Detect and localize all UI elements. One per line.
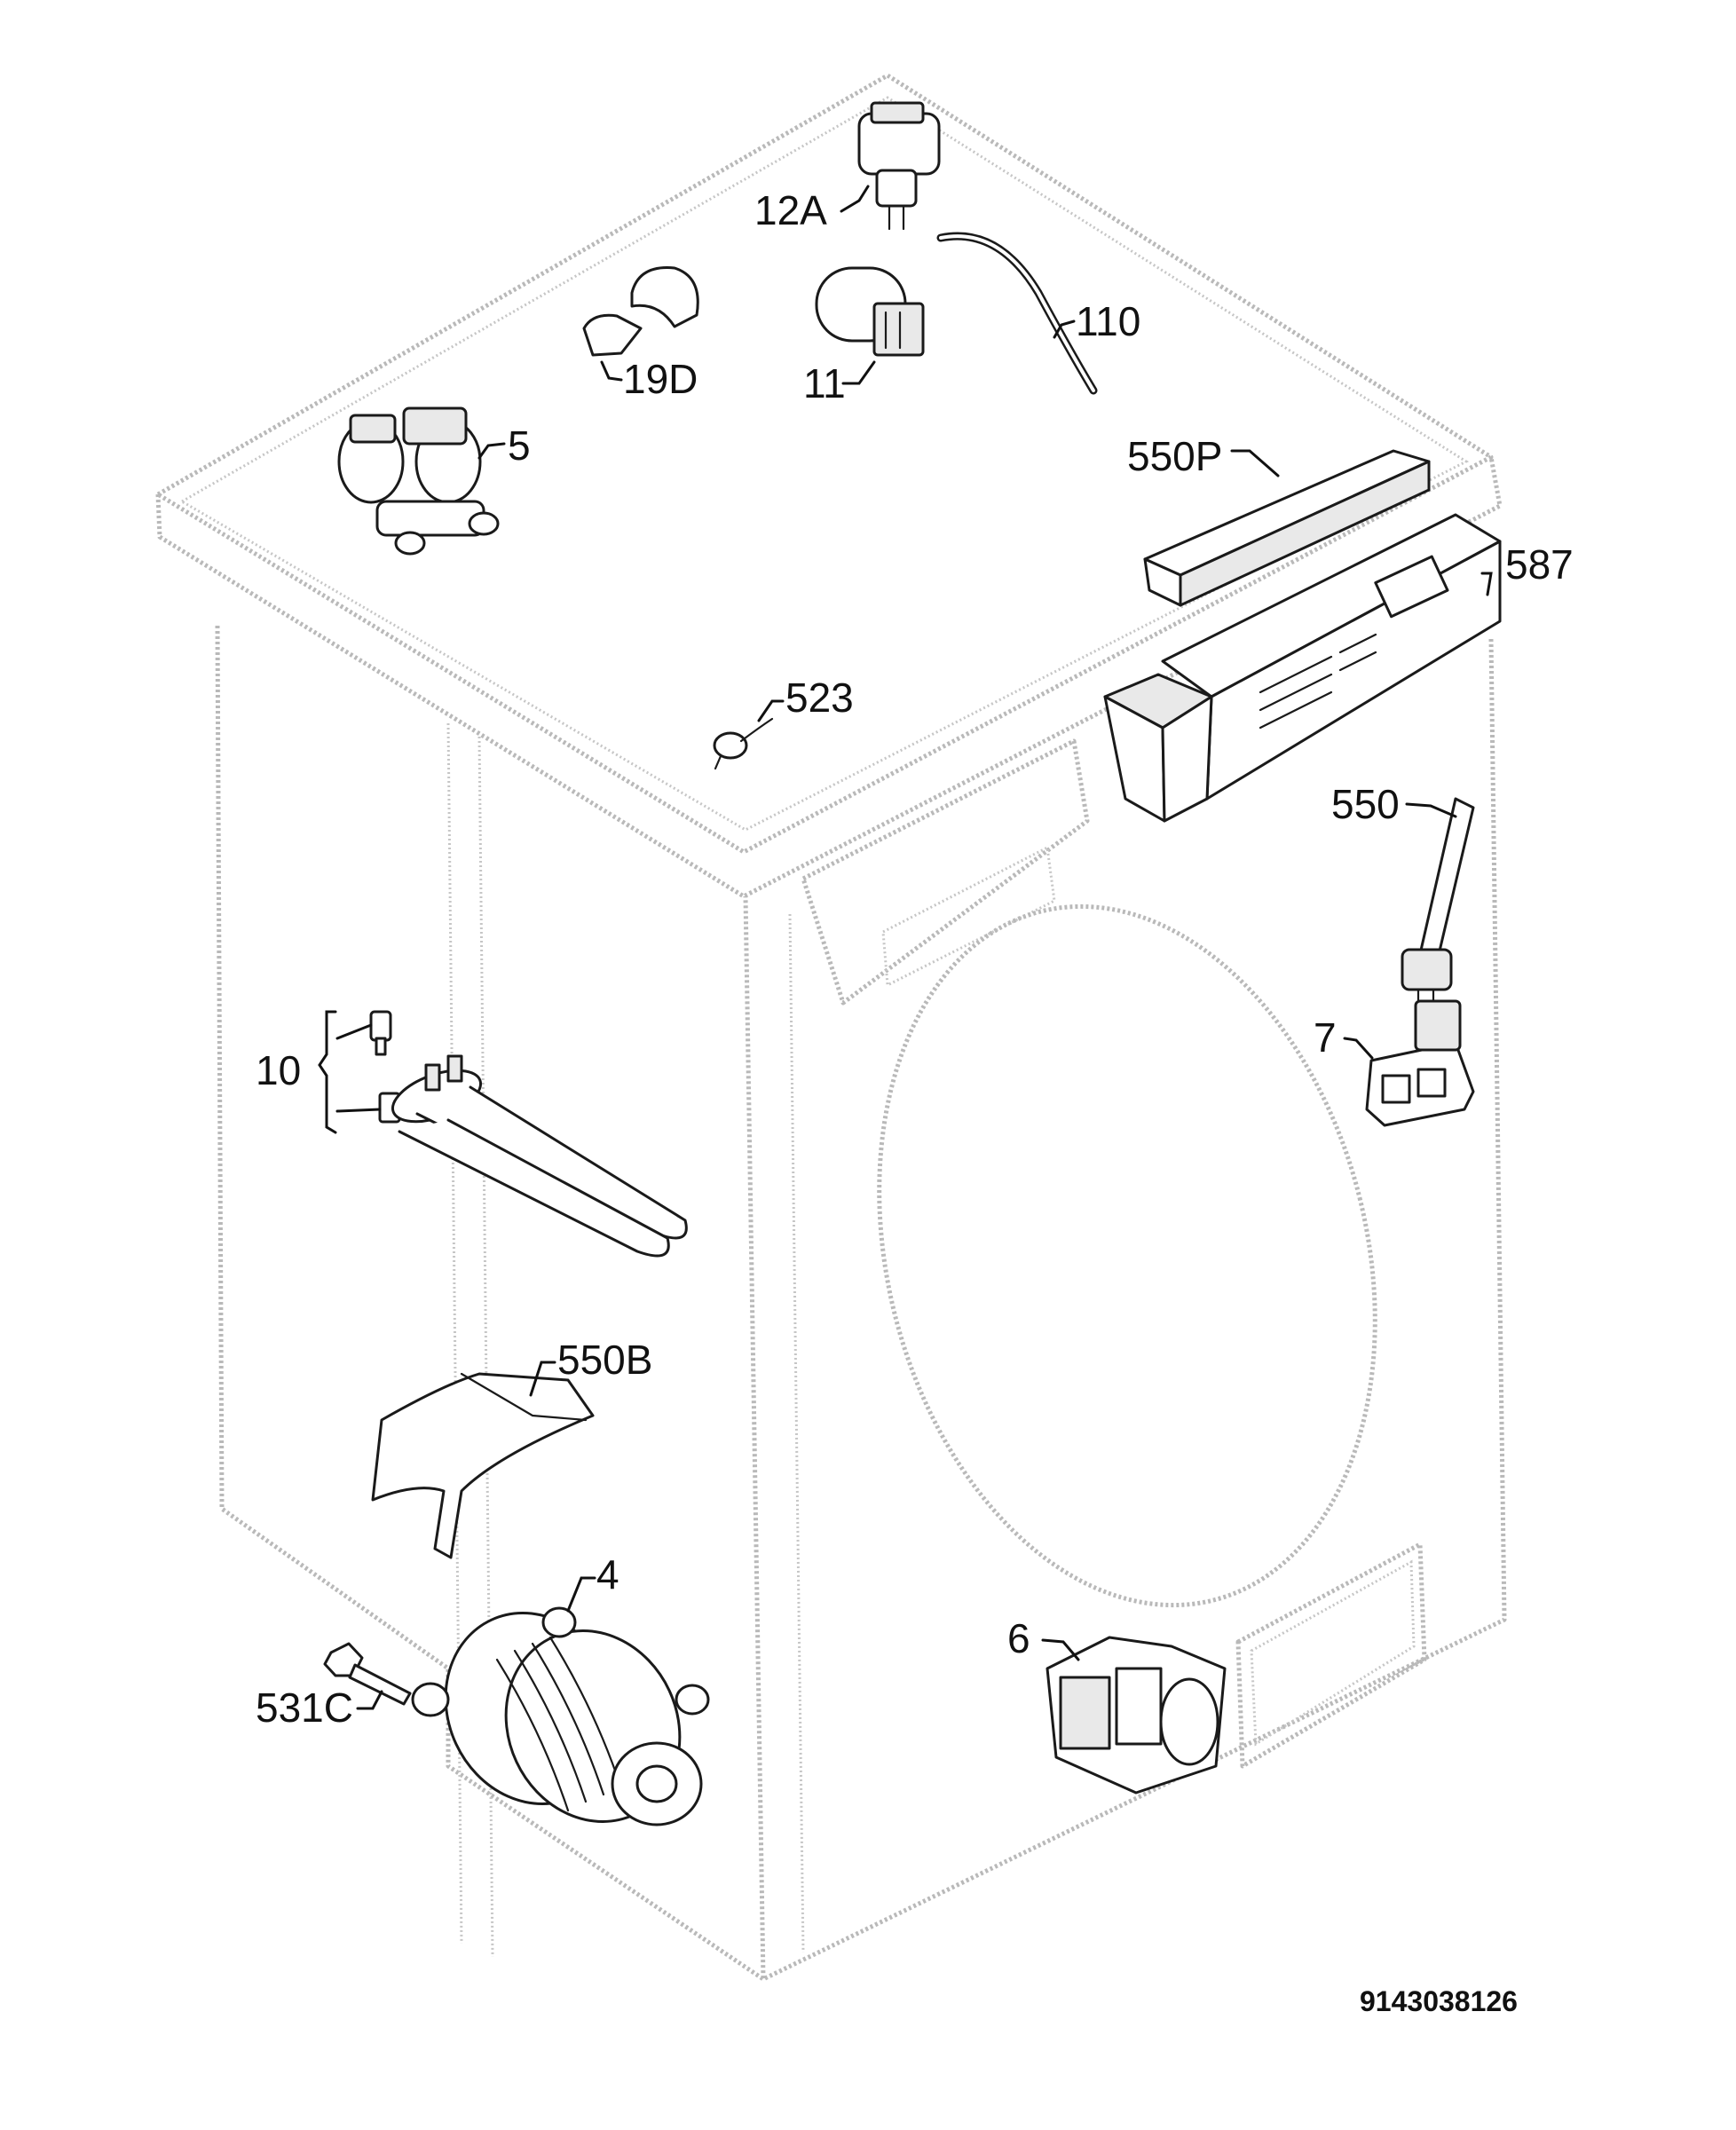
part-110-pressure-hose-inner	[939, 234, 1095, 392]
part-587-electronic-board	[1103, 513, 1502, 823]
part-7-door-interlock	[1365, 999, 1475, 1127]
label-587: 587	[1505, 541, 1574, 588]
label-531c: 531C	[256, 1684, 353, 1731]
part-19d-clip	[582, 266, 699, 357]
label-4: 4	[596, 1551, 619, 1598]
part-550b-cable-cover	[371, 1372, 595, 1559]
label-550b: 550B	[557, 1337, 652, 1383]
leader-lines	[318, 185, 1493, 1710]
label-523: 523	[785, 674, 854, 721]
part-11-suppressor	[815, 266, 925, 357]
label-6: 6	[1007, 1615, 1030, 1661]
part-550p-control-panel-trim	[1143, 449, 1431, 607]
label-550p: 550P	[1127, 433, 1222, 479]
part-523-connector	[713, 717, 774, 770]
label-19d: 19D	[623, 356, 698, 402]
document-number: 9143038126	[1360, 1985, 1518, 2017]
part-110-pressure-hose	[936, 232, 1098, 395]
part-550-wiring-harness	[1401, 797, 1475, 1018]
part-12a-pressure-switch	[857, 101, 941, 231]
part-6-pump-motor	[1046, 1636, 1227, 1795]
part-4-drain-pump	[411, 1606, 710, 1826]
part-5-inlet-valve	[337, 406, 500, 556]
label-10: 10	[256, 1047, 301, 1093]
part-531c-screw	[323, 1642, 412, 1706]
label-11: 11	[803, 360, 846, 406]
label-7: 7	[1314, 1014, 1337, 1061]
label-550: 550	[1331, 781, 1400, 827]
label-12a: 12A	[754, 187, 827, 233]
label-110: 110	[1076, 298, 1140, 344]
part-10-heating-element	[369, 1010, 688, 1258]
label-5: 5	[508, 422, 531, 469]
